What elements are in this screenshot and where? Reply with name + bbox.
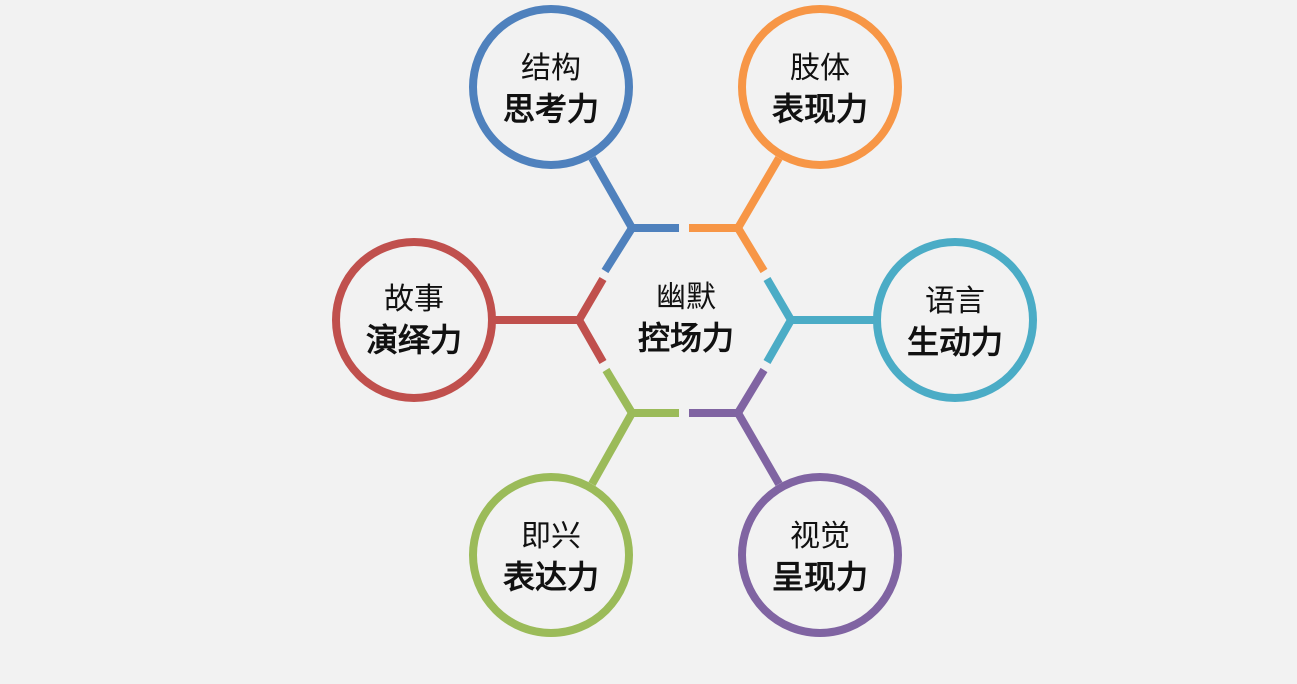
connector-body — [734, 155, 783, 231]
node-line2: 思考力 — [502, 90, 599, 128]
hex-segment-story — [574, 276, 607, 364]
connector-structure — [588, 156, 636, 230]
node-circle-improv — [469, 473, 633, 637]
node-label-language: 语言 生动力 — [875, 282, 1035, 362]
hex-segment-improv — [602, 367, 679, 417]
node-label-improv: 即兴 表达力 — [471, 517, 631, 597]
connector-visual — [734, 410, 783, 487]
hex-segment-structure — [601, 224, 679, 274]
center-label-line1: 幽默 — [656, 280, 716, 315]
connector-improv — [588, 411, 636, 486]
node-label-story: 故事 演绎力 — [334, 280, 494, 360]
node-line1: 结构 — [521, 51, 581, 86]
hex-segment-language — [763, 276, 796, 364]
node-line2: 表达力 — [502, 558, 599, 596]
node-circle-story — [332, 238, 496, 402]
node-line2: 呈现力 — [771, 558, 868, 596]
hex-segment-body — [689, 224, 768, 274]
node-line1: 语言 — [925, 284, 985, 319]
node-line2: 生动力 — [906, 323, 1003, 361]
center-label-line2: 控场力 — [637, 319, 734, 357]
node-label-structure: 结构 思考力 — [471, 49, 631, 129]
node-circle-language — [873, 238, 1037, 402]
node-label-visual: 视觉 呈现力 — [740, 517, 900, 597]
node-line1: 故事 — [384, 282, 444, 317]
node-line1: 肢体 — [790, 51, 850, 86]
node-circle-structure — [469, 5, 633, 169]
hex-segment-visual — [689, 367, 768, 417]
node-line1: 视觉 — [790, 519, 850, 554]
node-circle-visual — [738, 473, 902, 637]
node-circle-body — [738, 5, 902, 169]
center-label: 幽默 控场力 — [606, 278, 766, 358]
node-label-body: 肢体 表现力 — [740, 49, 900, 129]
node-line2: 表现力 — [771, 90, 868, 128]
node-line1: 即兴 — [521, 519, 581, 554]
node-line2: 演绎力 — [365, 321, 462, 359]
